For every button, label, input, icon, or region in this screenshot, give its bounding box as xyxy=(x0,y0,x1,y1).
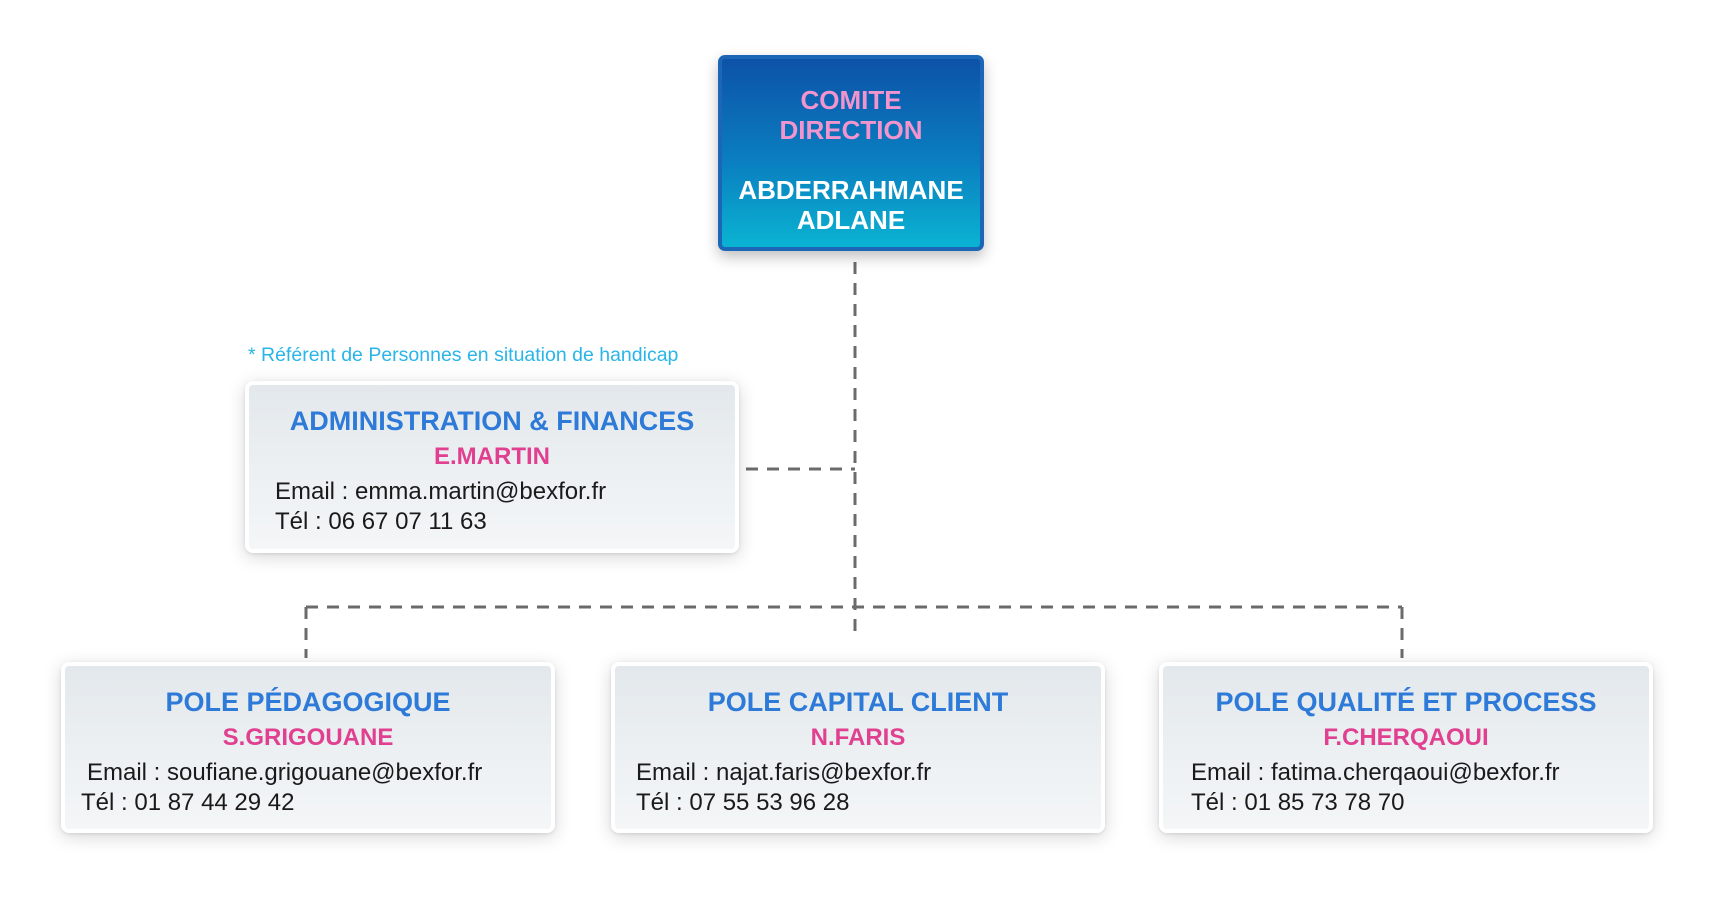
department-title: POLE PÉDAGOGIQUE xyxy=(165,687,451,717)
department-phone[interactable]: Tél : 06 67 07 11 63 xyxy=(275,508,487,535)
department-card-pedagogique: POLE PÉDAGOGIQUE S.GRIGOUANE Email : sou… xyxy=(61,662,555,833)
department-phone[interactable]: Tél : 01 87 44 29 42 xyxy=(81,789,295,816)
department-contact: Email : fatima.cherqaoui@bexfor.fr Tél :… xyxy=(1191,758,1649,818)
department-card-administration: ADMINISTRATION & FINANCES E.MARTIN Email… xyxy=(245,381,739,553)
director-name-line2: ADLANE xyxy=(796,205,906,235)
department-contact: Email : soufiane.grigouane@bexfor.fr Tél… xyxy=(81,758,551,818)
department-head: F.CHERQAOUI xyxy=(1323,724,1489,751)
department-head: S.GRIGOUANE xyxy=(222,724,394,751)
director-role-line2: DIRECTION xyxy=(779,115,923,145)
department-title: POLE QUALITÉ ET PROCESS xyxy=(1215,687,1597,717)
department-email[interactable]: Email : najat.faris@bexfor.fr xyxy=(636,759,932,786)
department-contact: Email : najat.faris@bexfor.fr Tél : 07 5… xyxy=(636,758,1101,818)
department-email[interactable]: Email : soufiane.grigouane@bexfor.fr xyxy=(87,759,483,786)
department-phone[interactable]: Tél : 01 85 73 78 70 xyxy=(1191,789,1405,816)
director-role-line1: COMITE xyxy=(800,85,902,115)
department-contact: Email : emma.martin@bexfor.fr Tél : 06 6… xyxy=(275,477,735,537)
director-name: ABDERRAHMANE ADLANE xyxy=(722,175,980,235)
department-email[interactable]: Email : fatima.cherqaoui@bexfor.fr xyxy=(1191,759,1560,786)
director-name-line1: ABDERRAHMANE xyxy=(738,175,964,205)
department-head: E.MARTIN xyxy=(434,443,550,470)
department-title: POLE CAPITAL CLIENT xyxy=(707,687,1009,717)
department-phone[interactable]: Tél : 07 55 53 96 28 xyxy=(636,789,850,816)
department-title: ADMINISTRATION & FINANCES xyxy=(289,406,695,436)
department-card-capital-client: POLE CAPITAL CLIENT N.FARIS Email : naja… xyxy=(611,662,1105,833)
director-role: COMITE DIRECTION xyxy=(722,85,980,145)
department-email[interactable]: Email : emma.martin@bexfor.fr xyxy=(275,478,607,505)
department-head: N.FARIS xyxy=(810,724,906,751)
department-card-qualite-process: POLE QUALITÉ ET PROCESS F.CHERQAOUI Emai… xyxy=(1159,662,1653,833)
director-card: COMITE DIRECTION ABDERRAHMANE ADLANE xyxy=(718,55,984,251)
handicap-referent-note: * Référent de Personnes en situation de … xyxy=(248,344,679,366)
